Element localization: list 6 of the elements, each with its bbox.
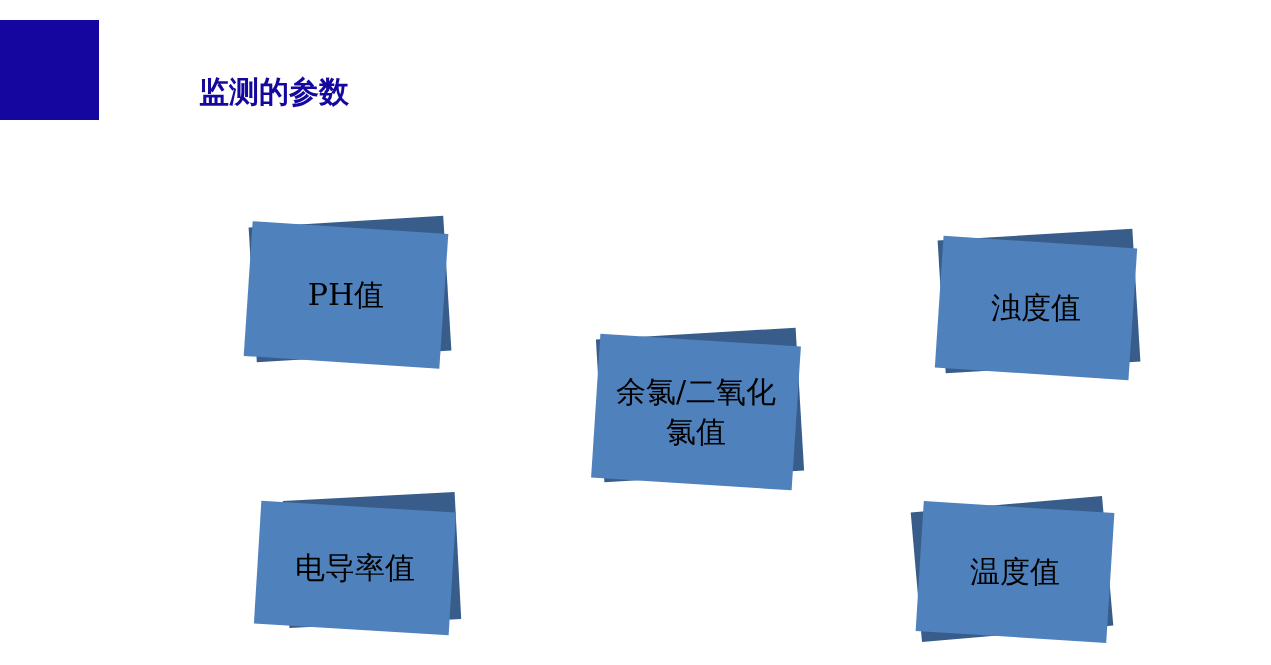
label-text: 电导率值 [294, 549, 416, 587]
label-text: 浊度值 [990, 289, 1082, 327]
slide-title: 监测的参数 [199, 73, 349, 111]
label-text: 余氯/二氧化氯值 [614, 373, 778, 451]
label-text: 温度值 [969, 553, 1061, 591]
label-text: PH值 [306, 276, 386, 314]
